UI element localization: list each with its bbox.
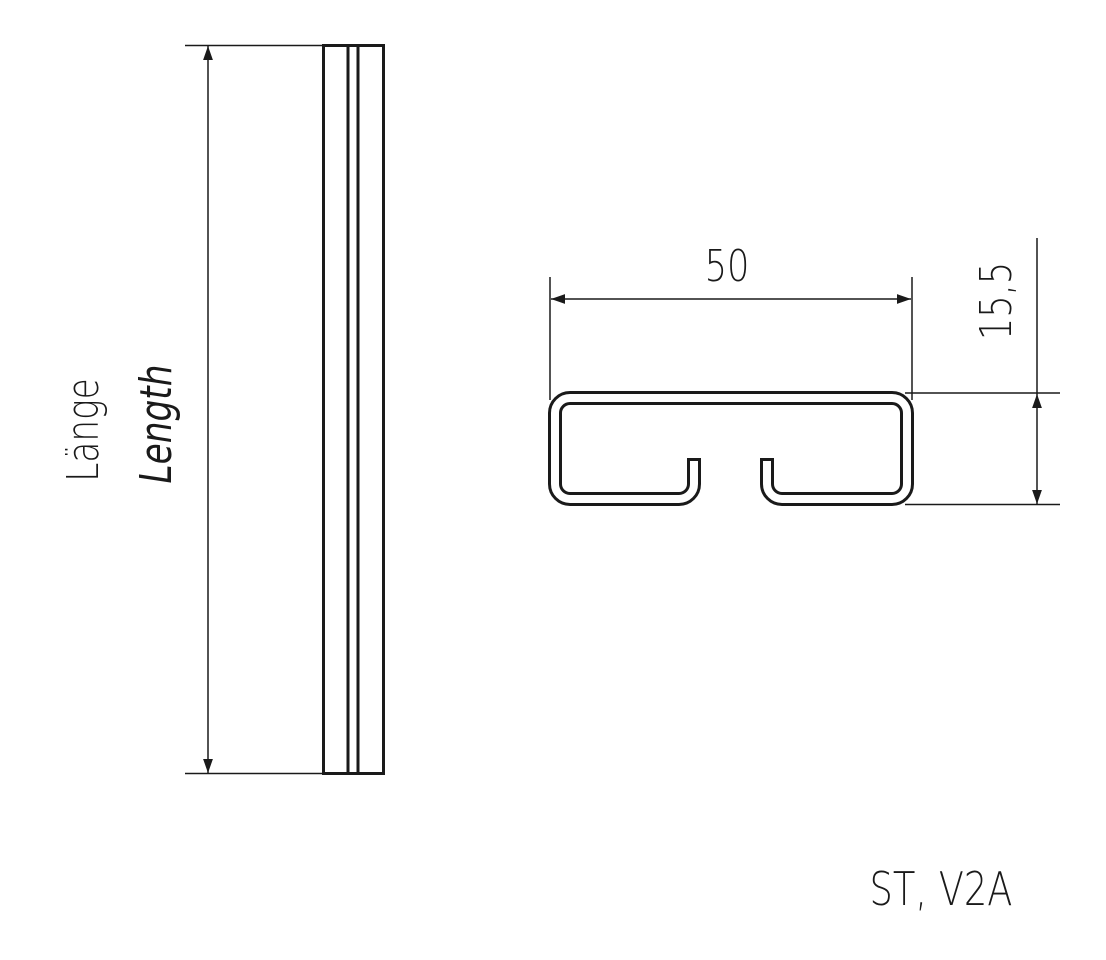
cross-section xyxy=(548,391,914,506)
profile-inner xyxy=(551,394,911,503)
length-label-en: Length xyxy=(131,365,182,484)
profile-side-outline xyxy=(322,44,385,775)
side-view xyxy=(322,44,385,775)
height-dimension-label: 15,5 xyxy=(971,262,1022,340)
length-label-de: Länge xyxy=(58,378,109,482)
material-label: ST, V2A xyxy=(870,862,1013,916)
profile-outer xyxy=(548,391,914,506)
width-dimension xyxy=(549,277,913,400)
height-dimension xyxy=(905,238,1060,506)
width-dimension-label: 50 xyxy=(705,241,750,292)
length-dimension xyxy=(185,44,324,775)
